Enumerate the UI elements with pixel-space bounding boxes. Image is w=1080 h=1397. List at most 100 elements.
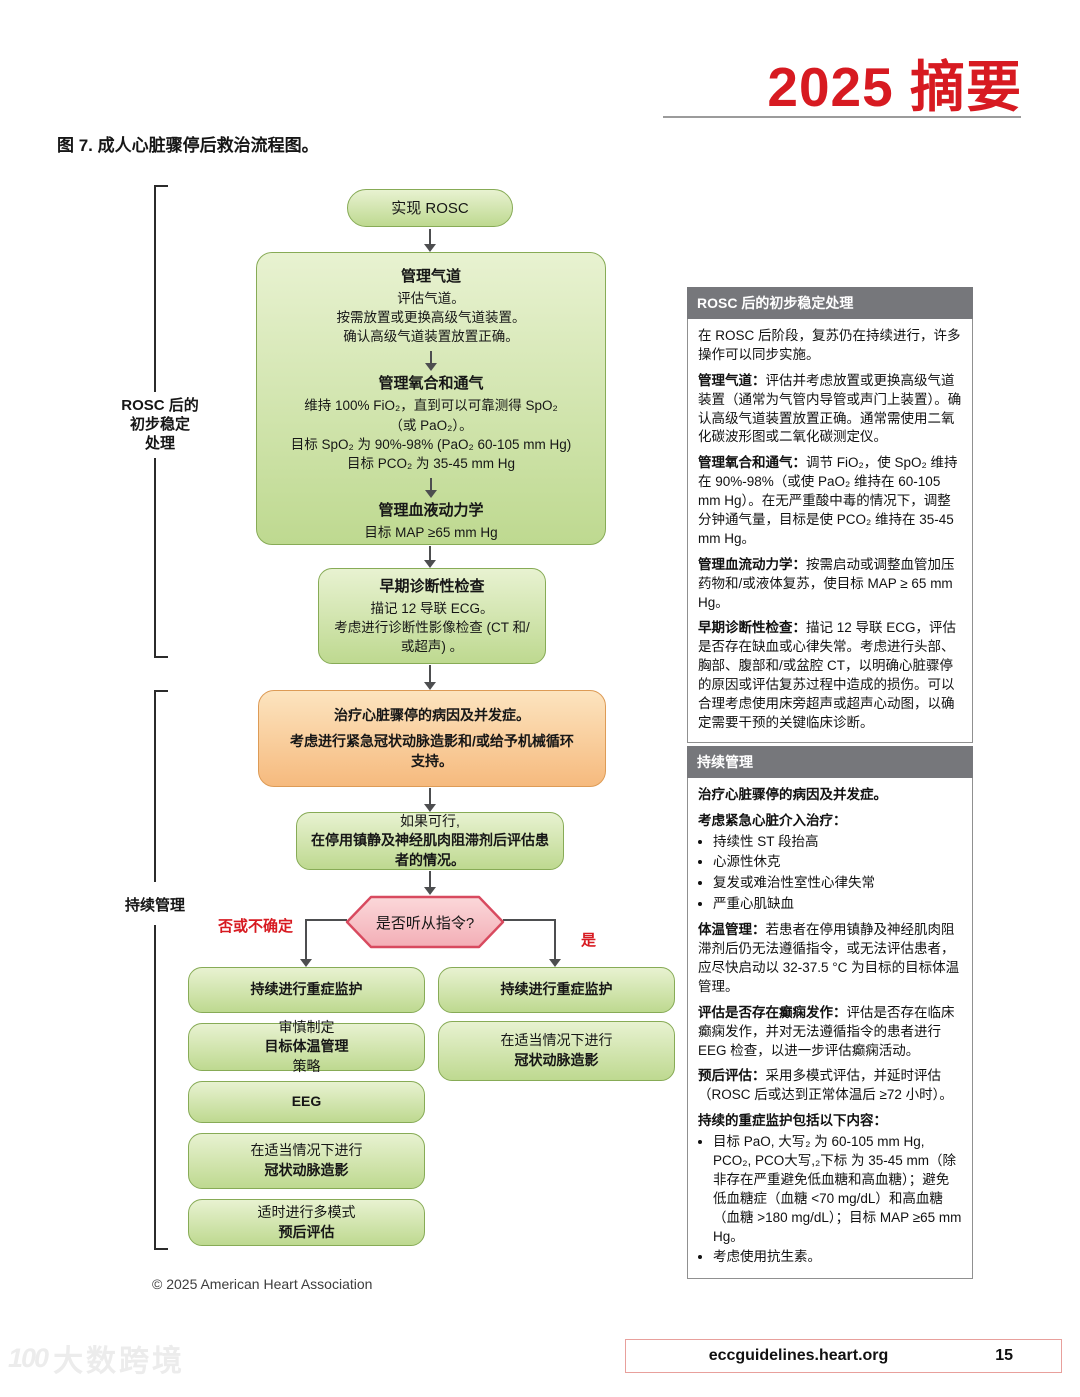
airway-lines: 评估气道。按需放置或更换高级气道装置。确认高级气道装置放置正确。 (337, 289, 526, 346)
sidebar-paragraph: 考虑紧急心脏介入治疗： (698, 812, 847, 828)
oxygenation-line: 维持 100% FiO₂，直到可以可靠测得 SpO₂ (304, 398, 558, 414)
sidebar-paragraph: 管理氧合和通气：调节 FiO₂，使 SpO₂ 维持在 90%-98%（或使 Pa… (698, 455, 958, 546)
sidebar-section2-header: 持续管理 (687, 745, 973, 778)
phase2-bracket-top-tick (154, 690, 168, 692)
arrow-down-icon (425, 478, 437, 499)
watermark-text: 大数跨境 (53, 1345, 186, 1378)
copyright-text: © 2025 American Heart Association (152, 1276, 373, 1292)
sidebar-section1-body: 在 ROSC 后阶段，复苏仍在持续进行，许多操作可以同步实施。 管理气道：评估并… (687, 319, 973, 743)
arrow-down-icon (425, 351, 437, 372)
arrow-down-icon (424, 244, 436, 252)
flow-connector-yes-branch (503, 919, 556, 921)
phase1-bracket-top-tick (154, 185, 168, 187)
airway-line: 评估气道。 (397, 291, 465, 306)
evaluate-patient-box: 如果可行, 在停用镇静及神经肌肉阻滞剂后评估患者的情况。 (296, 812, 564, 870)
diagnostics-line: 描记 12 导联 ECG。 (370, 600, 494, 616)
phase1-label-line: ROSC 后的 (121, 397, 199, 414)
arrow-down-icon (300, 959, 312, 967)
oxygenation-line: （或 PaO₂）。 (389, 417, 473, 433)
hexagon-shape (345, 895, 505, 949)
hemodynamics-lines: 目标 MAP ≥65 mm Hg (364, 523, 497, 542)
decision-label: 是否听从指令? (375, 914, 475, 932)
sidebar-section2-body: 治疗心脏骤停的病因及并发症。 考虑紧急心脏介入治疗： 持续性 ST 段抬高心源性… (687, 777, 973, 1280)
bullet-item: 复发或难治性室性心律失常 (713, 874, 962, 893)
left-box-angiography: 在适当情况下进行冠状动脉造影 (188, 1133, 425, 1189)
sidebar-paragraph: 管理气道：评估并考虑放置或更换高级气道装置（通常为气管内导管或声门上装置）。确认… (698, 372, 962, 445)
flow-connector-no-branch (306, 919, 347, 921)
sidebar-paragraph: 预后评估：采用多模式评估，并延时评估（ROSC 后或达到正常体温后 ≥72 小时… (698, 1068, 953, 1103)
bullet-item: 目标 PaO, 大写₂ 为 60-105 mm Hg, PCO₂, PCO大写,… (713, 1133, 962, 1246)
left-box-icu: 持续进行重症监护 (188, 967, 425, 1013)
airway-line: 确认高级气道装置放置正确。 (343, 329, 519, 345)
phase2-bracket-bottom-tick (154, 1248, 168, 1250)
bullet-item: 考虑使用抗生素。 (713, 1248, 962, 1267)
phase1-label: ROSC 后的初步稳定处理 (112, 396, 208, 454)
phase1-bracket-lower (154, 458, 156, 658)
flow-connector-no-branch (305, 919, 307, 960)
page-title: 2025 摘要 (767, 56, 1022, 118)
left-box-eeg: EEG (188, 1081, 425, 1123)
phase2-bracket-lower (154, 925, 156, 1250)
bullet-item: 严重心肌缺血 (713, 895, 962, 914)
sidebar-paragraph: 早期诊断性检查：描记 12 导联 ECG，评估是否存在缺血或心律失常。考虑进行头… (698, 620, 957, 730)
sidebar-paragraph: 管理血流动力学：按需启动或调整血管加压药物和/或液体复苏，使目标 MAP ≥ 6… (698, 556, 955, 610)
right-box-icu: 持续进行重症监护 (438, 967, 675, 1013)
bullet-item: 心源性休克 (713, 853, 962, 872)
watermark: 100 大数跨境 (8, 1336, 185, 1380)
sidebar-section1-header: ROSC 后的初步稳定处理 (687, 287, 973, 319)
bullet-item: 持续性 ST 段抬高 (713, 833, 962, 852)
phase1-bracket-upper (154, 185, 156, 392)
diagnostics-lines: 描记 12 导联 ECG。考虑进行诊断性影像检查 (CT 和/或超声) 。 (329, 599, 535, 656)
oxygenation-title: 管理氧合和通气 (378, 375, 484, 393)
footer-url-link[interactable]: eccguidelines.heart.org (708, 1347, 889, 1364)
stabilization-box: 管理气道 评估气道。按需放置或更换高级气道装置。确认高级气道装置放置正确。 管理… (256, 252, 606, 545)
phase1-label-line: 初步稳定 (129, 416, 190, 434)
flow-connector (429, 229, 431, 245)
icu-care-bullets: 目标 PaO, 大写₂ 为 60-105 mm Hg, PCO₂, PCO大写,… (698, 1133, 962, 1267)
watermark-logo: 100 (8, 1342, 49, 1373)
diagnostics-title: 早期诊断性检查 (379, 577, 485, 595)
flow-connector (429, 665, 431, 683)
arrow-down-icon (424, 682, 436, 690)
treat-causes-line: 治疗心脏骤停的病因及并发症。 (334, 706, 530, 723)
title-underline (663, 116, 1021, 118)
arrow-down-icon (424, 560, 436, 568)
phase2-label: 持续管理 (124, 897, 185, 914)
flow-start-label: 实现 ROSC (391, 199, 469, 217)
sidebar-paragraph: 评估是否存在癫痫发作：评估是否存在临床癫痫发作，并对无法遵循指令的患者进行 EE… (698, 1004, 955, 1058)
treat-causes-box: 治疗心脏骤停的病因及并发症。 考虑进行紧急冠状动脉造影和/或给予机械循环支持。 (258, 690, 606, 787)
flow-connector-yes-branch (554, 919, 556, 960)
flow-start-box: 实现 ROSC (347, 189, 513, 227)
oxygenation-line: 目标 SpO₂ 为 90%-98% (PaO₂ 60-105 mm Hg) (290, 436, 572, 452)
flow-connector (429, 788, 431, 805)
treat-causes-line: 考虑进行紧急冠状动脉造影和/或给予机械循环支持。 (290, 733, 574, 769)
hemodynamics-line: 目标 MAP ≥65 mm Hg (364, 525, 498, 541)
oxygenation-lines: 维持 100% FiO₂，直到可以可靠测得 SpO₂ （或 PaO₂）。目标 Sp… (291, 396, 572, 473)
footer-bar: eccguidelines.heart.org 15 (625, 1339, 1062, 1373)
decision-hexagon: 是否听从指令? (345, 895, 505, 949)
arrow-down-icon (549, 959, 561, 967)
sidebar-paragraph: 持续的重症监护包括以下内容： (698, 1113, 887, 1129)
figure-caption: 图 7. 成人心脏骤停后救治流程图。 (57, 136, 319, 155)
sidebar-panel: ROSC 后的初步稳定处理 在 ROSC 后阶段，复苏仍在持续进行，许多操作可以… (687, 287, 973, 1280)
left-box-ttm: 审慎制定目标体温管理策略 (188, 1019, 425, 1074)
branch-no-label: 否或不确定 (218, 918, 294, 935)
branch-yes-label: 是 (581, 932, 597, 949)
arrow-down-icon (424, 887, 436, 895)
oxygenation-line: 目标 PCO₂ 为 35-45 mm Hg (346, 455, 515, 471)
diagnostics-line: 考虑进行诊断性影像检查 (CT 和/或超声) 。 (334, 619, 530, 655)
cardiac-intervention-bullets: 持续性 ST 段抬高心源性休克复发或难治性室性心律失常严重心肌缺血 (698, 833, 962, 915)
right-box-angiography: 在适当情况下进行冠状动脉造影 (438, 1021, 675, 1081)
sidebar-paragraph: 体温管理：若患者在停用镇静及神经肌肉阻滞剂后仍无法遵循指令，或无法评估患者，应尽… (698, 922, 960, 994)
phase2-bracket-upper (154, 690, 156, 882)
hemodynamics-title: 管理血液动力学 (378, 502, 484, 520)
page-number: 15 (995, 1347, 1013, 1364)
flow-connector (429, 546, 431, 561)
flow-connector (429, 871, 431, 888)
arrow-down-icon (424, 804, 436, 812)
sidebar-paragraph: 治疗心脏骤停的病因及并发症。 (698, 786, 887, 802)
airway-line: 按需放置或更换高级气道装置。 (336, 310, 526, 326)
left-box-prognosis: 适时进行多模式预后评估 (188, 1199, 425, 1246)
diagnostics-box: 早期诊断性检查 描记 12 导联 ECG。考虑进行诊断性影像检查 (CT 和/或… (318, 568, 546, 664)
